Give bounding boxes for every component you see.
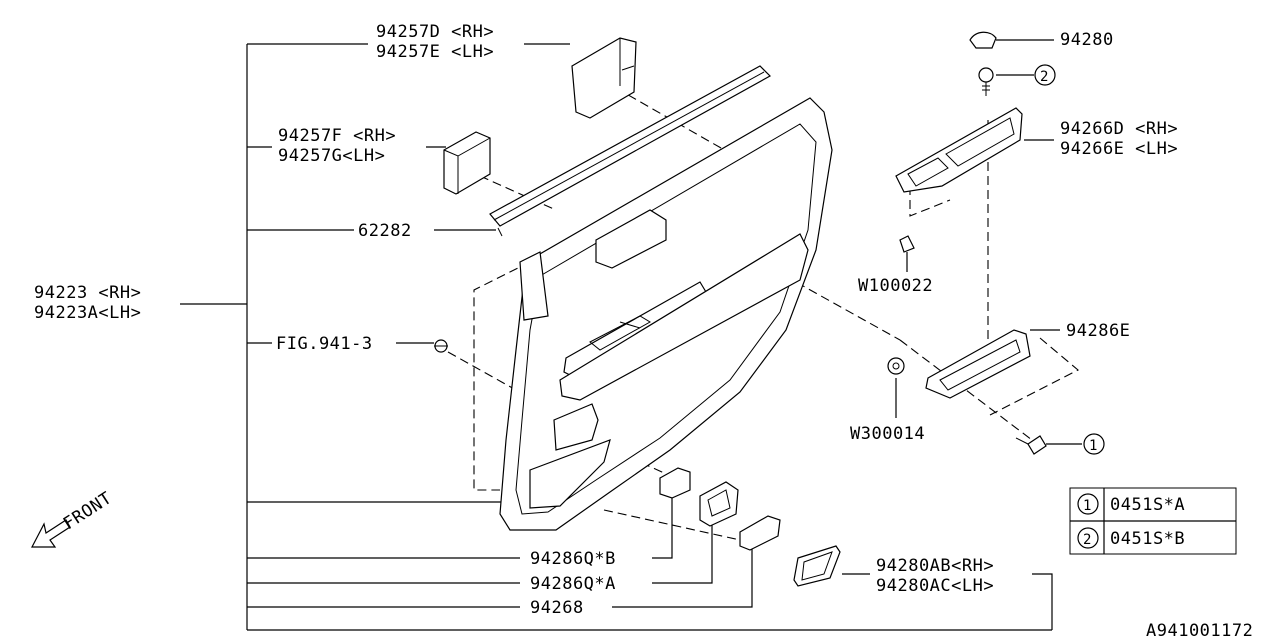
nut-W300014-icon — [887, 357, 905, 375]
label-W300014: W300014 — [850, 424, 925, 444]
label-94257G: 94257G<LH> — [278, 146, 385, 166]
label-94268: 94268 — [530, 598, 584, 618]
label-fig-941-3: FIG.941-3 — [276, 334, 373, 354]
callout-2-icon: 2 — [1034, 64, 1056, 86]
legend-part-1: 0451S*A — [1110, 495, 1185, 515]
label-62282: 62282 — [358, 221, 412, 241]
front-label: FRONT — [60, 488, 116, 534]
label-94257E: 94257E <LH> — [376, 42, 494, 62]
screw-callout-1-icon — [1015, 435, 1047, 455]
label-94286E: 94286E — [1066, 321, 1130, 341]
pad-94257F-icon — [443, 131, 491, 195]
switch-panel-94266D-icon — [895, 107, 1023, 193]
label-94223: 94223 <RH> — [34, 283, 141, 303]
pad-94286QB-icon — [659, 467, 691, 499]
cover-94280AB-icon — [793, 545, 841, 587]
weatherstrip-62282-icon — [489, 65, 771, 237]
svg-text:2: 2 — [1040, 69, 1049, 85]
right-leaders — [895, 39, 1082, 445]
label-94266E: 94266E <LH> — [1060, 139, 1178, 159]
bracket-94286E-icon — [925, 329, 1031, 399]
clip-W100022-icon — [899, 235, 915, 253]
legend-marker-2: 2 — [1083, 532, 1092, 548]
pad-94286QA-icon — [699, 481, 739, 527]
legend-part-2: 0451S*B — [1110, 529, 1185, 549]
legend-marker-1: 1 — [1083, 498, 1092, 514]
handle-cover-94268-icon — [739, 515, 781, 551]
legend-table: 1 0451S*A 2 0451S*B — [1069, 487, 1237, 555]
screw-callout-2-icon — [978, 67, 994, 96]
front-arrow-icon: FRONT — [31, 488, 116, 548]
door-trim-panel-94223-icon — [499, 97, 833, 531]
svg-text:1: 1 — [1089, 438, 1098, 454]
label-94257F: 94257F <RH> — [278, 126, 396, 146]
clip-fig-941-3-icon — [434, 339, 448, 353]
label-94280AB: 94280AB<RH> — [876, 556, 994, 576]
label-W100022: W100022 — [858, 276, 933, 296]
label-94223A: 94223A<LH> — [34, 303, 141, 323]
cap-94280-icon — [969, 31, 997, 49]
trim-panel-94257D-icon — [571, 37, 637, 119]
label-94286QB: 94286Q*B — [530, 549, 616, 569]
label-94280AC: 94280AC<LH> — [876, 576, 994, 596]
label-94257D: 94257D <RH> — [376, 22, 494, 42]
diagram-code: A941001172 — [1146, 621, 1253, 640]
label-94266D: 94266D <RH> — [1060, 119, 1178, 139]
label-94286QA: 94286Q*A — [530, 574, 616, 594]
main-bracket — [180, 43, 1053, 631]
label-94280: 94280 — [1060, 30, 1114, 50]
callout-1-icon: 1 — [1083, 433, 1105, 455]
